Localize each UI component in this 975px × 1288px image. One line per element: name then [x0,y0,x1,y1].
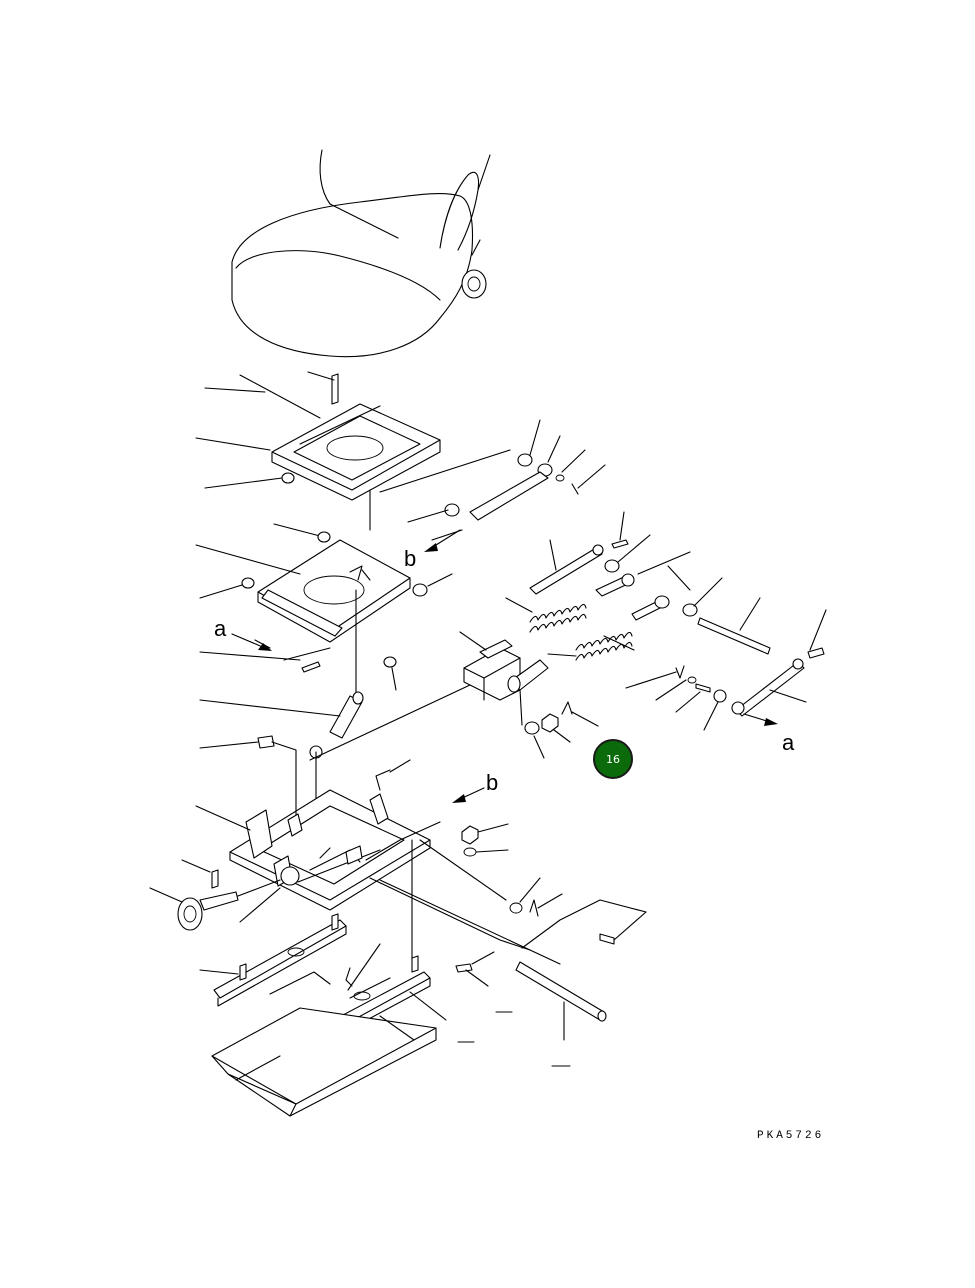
base-fasteners [461,823,563,917]
drawing-code: PKA5726 [757,1130,824,1142]
upper-frame [195,371,511,531]
arrow-a-right: a [743,713,795,755]
swing-plate [195,523,453,701]
arrow-icon [424,543,438,552]
upper-right-parts [407,419,606,541]
arrow-icon [452,794,466,803]
springs [505,597,635,661]
fasteners-center [524,701,599,759]
arrow-b-lower: b [452,770,498,803]
seat-knob-icon [461,269,487,299]
label-b-lower: b [486,770,498,795]
knob-icon [177,897,203,931]
label-b-upper: b [404,546,416,571]
badge-circle [593,739,633,779]
arrow-icon [764,718,778,726]
base-plate [211,1007,437,1117]
callout-badge: 16 [593,739,633,779]
right-linkage [529,511,827,731]
arrow-icon [258,643,272,651]
badge-number: 16 [606,753,620,766]
lever-rod [379,879,647,1067]
seat-cushion [231,149,491,358]
arrow-a-upper: a [214,616,272,651]
arrow-b-upper: b [404,529,461,571]
adjust-knob [149,859,281,931]
label-a-right: a [782,730,795,755]
label-a-upper: a [214,616,227,641]
slide-block [309,631,549,761]
base-frame [195,735,531,961]
